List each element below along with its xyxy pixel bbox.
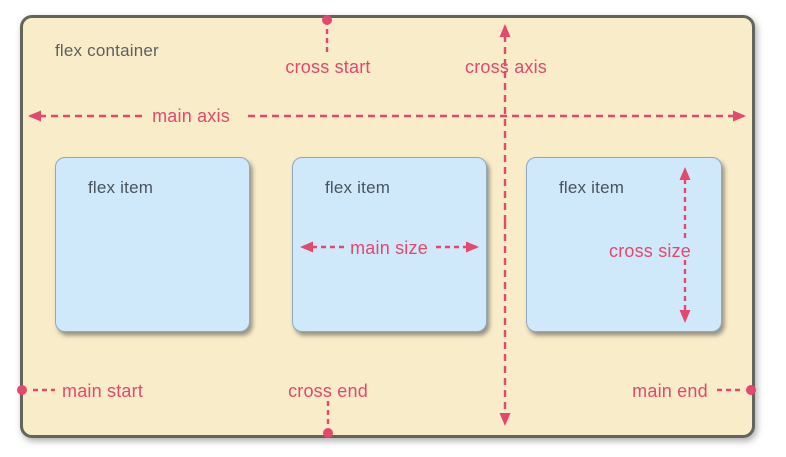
flex-container-label: flex container [55, 41, 159, 60]
cross-start-label: cross start [285, 57, 371, 77]
flex-item-3: flex item [526, 157, 722, 332]
flex-item-label: flex item [88, 178, 154, 197]
main-size-label: main size [350, 238, 428, 258]
flex-item-label: flex item [559, 178, 625, 197]
flex-item-2: flex item [292, 157, 487, 332]
cross-axis-label: cross axis [464, 57, 548, 77]
flex-item-label: flex item [325, 178, 391, 197]
main-axis-label: main axis [152, 106, 230, 126]
main-start-label: main start [62, 381, 144, 401]
flex-item-1: flex item [55, 157, 250, 332]
main-end-label: main end [632, 381, 708, 401]
cross-end-label: cross end [288, 381, 368, 401]
cross-size-label: cross size [608, 241, 692, 261]
